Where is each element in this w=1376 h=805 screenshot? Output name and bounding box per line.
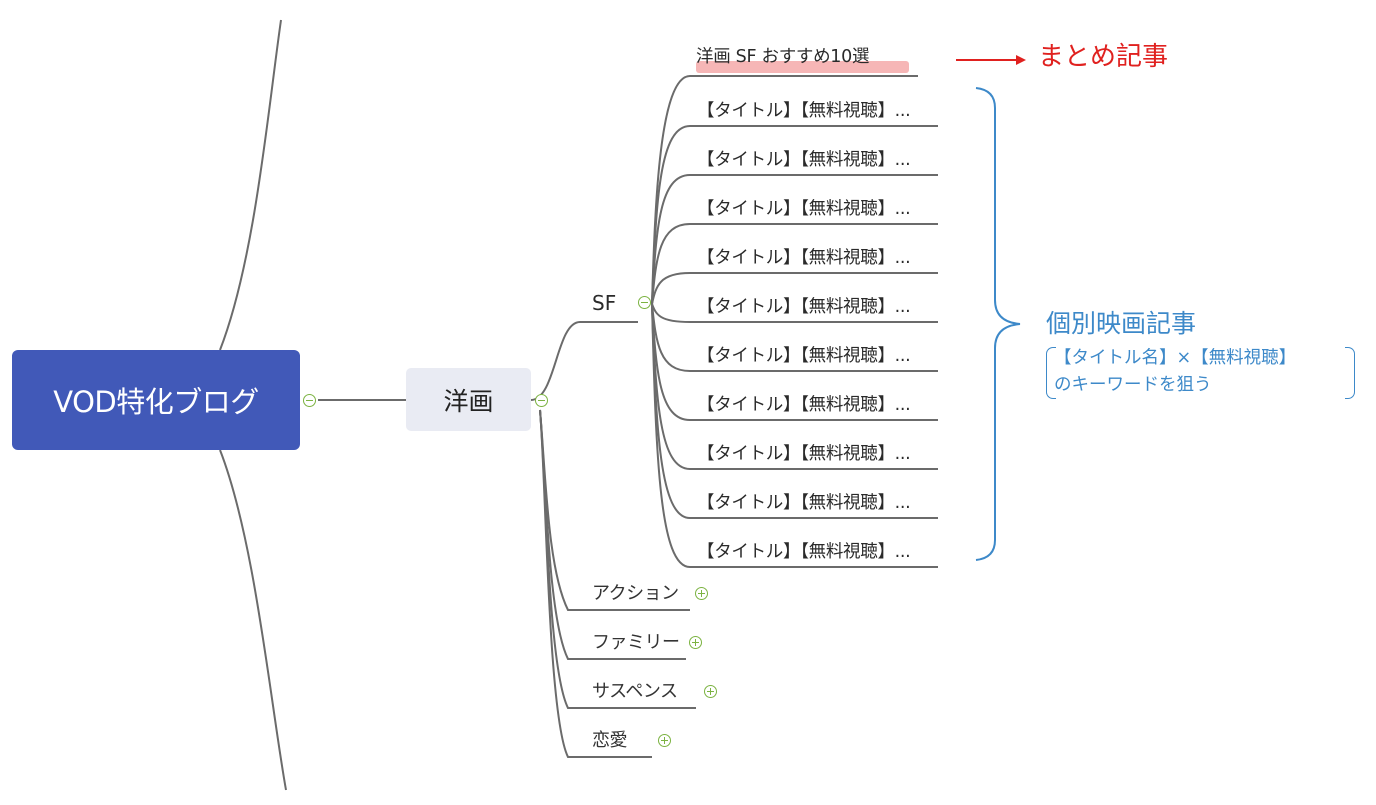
note-line-1: 【タイトル名】×【無料視聴】	[1054, 348, 1297, 368]
individual-callout-title: 個別映画記事	[1046, 309, 1197, 338]
sf-item-connector-3	[651, 223, 938, 305]
items-curly-brace	[975, 87, 1021, 561]
individual-callout-note: 【タイトル名】×【無料視聴】 のキーワードを狙う	[1054, 345, 1296, 399]
summary-highlight	[696, 61, 909, 73]
main-node-yoga[interactable]: 洋画	[406, 368, 531, 431]
sf-item-2[interactable]: 【タイトル】【無料視聴】...	[697, 150, 911, 170]
topic-sf[interactable]: SF	[592, 291, 617, 315]
summary-callout: まとめ記事	[1038, 42, 1169, 72]
root-upper-branch	[219, 19, 282, 351]
sf-item-7[interactable]: 【タイトル】【無料視聴】...	[697, 395, 911, 415]
collapse-sf-button[interactable]	[638, 296, 651, 309]
main-to-category-connector-1	[539, 409, 690, 611]
expand-category-4-button[interactable]	[658, 734, 671, 747]
sf-item-connector-10	[651, 303, 938, 568]
category-1[interactable]: アクション	[592, 583, 679, 604]
summary-topic-label: 洋画 SF おすすめ10選	[696, 47, 870, 67]
sf-item-1[interactable]: 【タイトル】【無料視聴】...	[697, 101, 911, 121]
sf-item-5[interactable]: 【タイトル】【無料視聴】...	[697, 297, 911, 317]
note-right-bracket	[1345, 347, 1355, 399]
collapse-root-button[interactable]	[303, 394, 316, 407]
root-node-label: VOD特化ブログ	[53, 385, 259, 419]
sf-item-connector-4	[651, 272, 938, 305]
sf-item-9[interactable]: 【タイトル】【無料視聴】...	[697, 493, 911, 513]
sf-item-4[interactable]: 【タイトル】【無料視聴】...	[697, 248, 911, 268]
sf-item-6[interactable]: 【タイトル】【無料視聴】...	[697, 346, 911, 366]
main-node-label: 洋画	[443, 386, 494, 416]
category-2[interactable]: ファミリー	[592, 632, 680, 653]
main-to-category-connector-4	[539, 409, 652, 758]
summary-arrow-head	[1016, 55, 1026, 65]
collapse-main-button[interactable]	[535, 394, 548, 407]
sf-item-connector-2	[651, 174, 938, 305]
main-to-sf-connector	[530, 321, 638, 401]
expand-category-3-button[interactable]	[704, 685, 717, 698]
main-to-category-connector-2	[539, 409, 686, 660]
category-3[interactable]: サスペンス	[592, 681, 678, 702]
note-left-bracket	[1046, 347, 1056, 399]
sf-item-10[interactable]: 【タイトル】【無料視聴】...	[697, 542, 911, 562]
main-to-category-connector-3	[539, 409, 696, 709]
expand-category-1-button[interactable]	[695, 587, 708, 600]
expand-category-2-button[interactable]	[689, 636, 702, 649]
root-lower-branch	[219, 449, 287, 791]
sf-item-8[interactable]: 【タイトル】【無料視聴】...	[697, 444, 911, 464]
sf-item-3[interactable]: 【タイトル】【無料視聴】...	[697, 199, 911, 219]
category-4[interactable]: 恋愛	[592, 730, 628, 751]
summary-topic[interactable]: 洋画 SF おすすめ10選	[696, 46, 909, 73]
root-node[interactable]: VOD特化ブログ	[12, 350, 300, 450]
note-line-2: のキーワードを狙う	[1054, 375, 1212, 395]
